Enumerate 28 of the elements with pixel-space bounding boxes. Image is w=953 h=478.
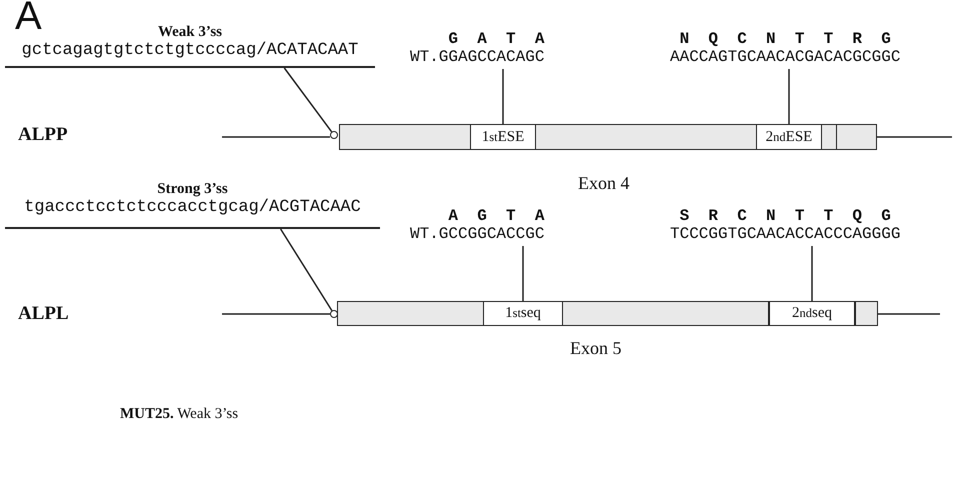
exon-bar <box>339 124 877 150</box>
leader-line <box>280 228 332 311</box>
nucleotide-sequence: gctcagagtgtctctgtccccag/ACATACAAT <box>20 41 360 60</box>
nucleotide-sequence: WT.GGAGCCACAGC <box>410 48 544 66</box>
panel-letter: A <box>15 0 42 38</box>
exon-bar <box>337 301 878 326</box>
splice-junction-marker <box>330 131 338 139</box>
splice-site-label: Strong 3’ss <box>156 181 229 198</box>
nucleotide-sequence: TCCCGGTGCAACACCACCCAGGGG <box>670 225 900 243</box>
leader-line <box>811 246 813 302</box>
leader-line <box>788 69 790 125</box>
exon-label: Exon 5 <box>570 338 622 359</box>
leader-line <box>522 246 524 302</box>
splice-site-label: Weak 3’ss <box>156 24 224 41</box>
underlined-sequence-block <box>5 181 380 229</box>
nucleotide-sequence: AACCAGTGCAACACGACACGCGGC <box>670 48 900 66</box>
leader-line <box>502 69 504 125</box>
mutant-label: MUT25. Weak 3’ss <box>120 406 238 423</box>
nucleotide-sequence: WT.GCCGGCACCGC <box>410 225 544 243</box>
amino-acid-sequence: S R C N T T Q G <box>678 207 896 225</box>
amino-acid-sequence: N Q C N T T R G <box>678 30 896 48</box>
amino-acid-sequence: G A T A <box>447 30 550 48</box>
gene-label: ALPP <box>18 124 68 146</box>
exon-label: Exon 4 <box>578 173 630 194</box>
gene-label: ALPL <box>18 303 69 325</box>
amino-acid-sequence: A G T A <box>447 207 550 225</box>
leader-line <box>284 68 332 132</box>
nucleotide-sequence: tgaccctcctctcccacctgcag/ACGTACAAC <box>23 198 362 217</box>
